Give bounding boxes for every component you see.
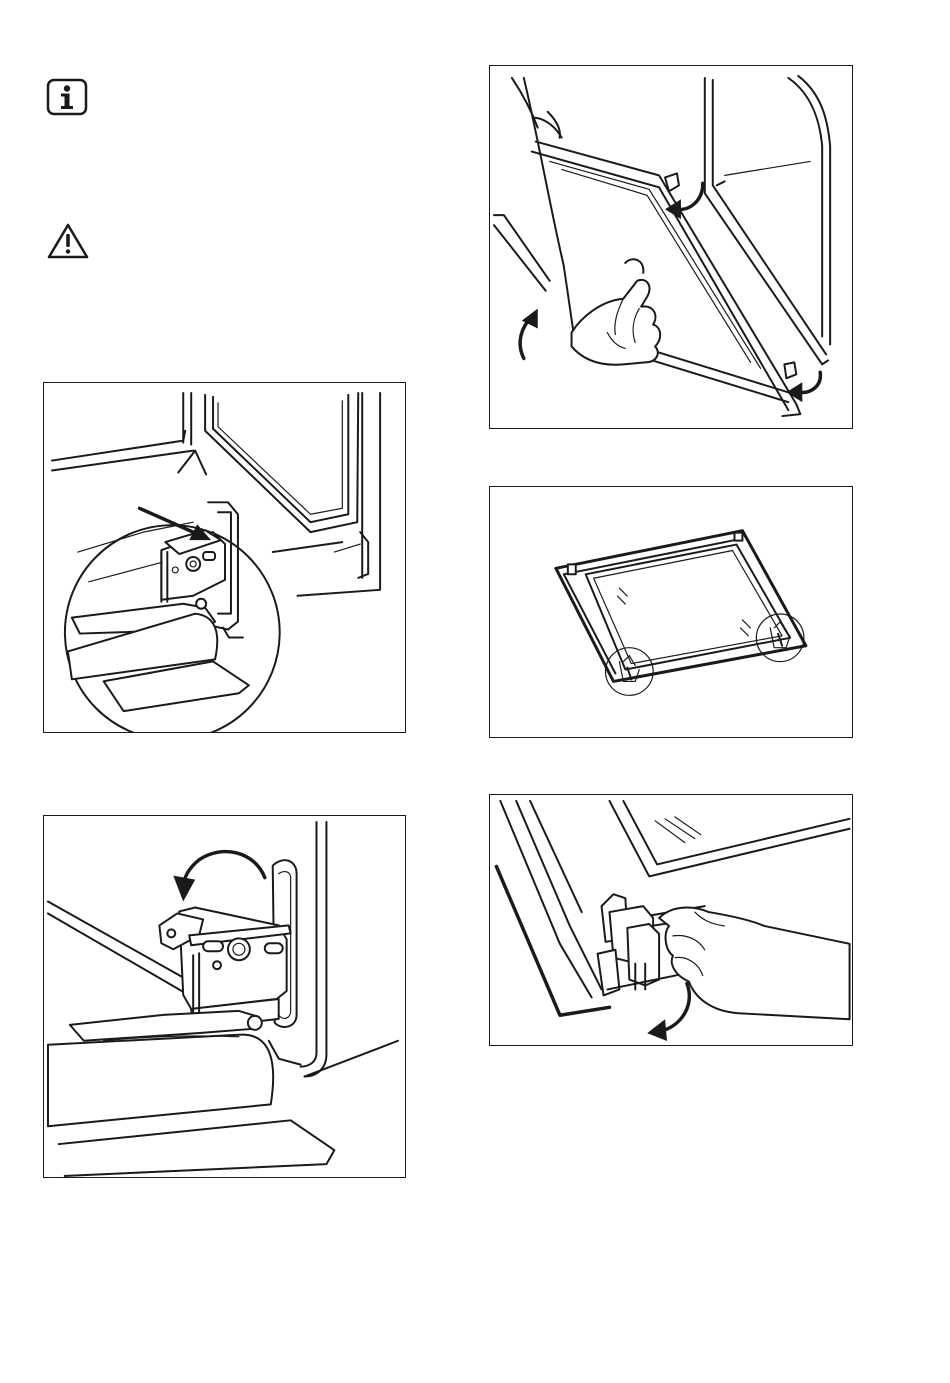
figure-glass-clip-release	[489, 794, 853, 1046]
info-icon	[46, 78, 88, 116]
lift-door-illustration	[490, 66, 852, 428]
hinge-fold-illustration	[44, 816, 405, 1177]
figure-hinge-lever-fold-back	[43, 815, 406, 1178]
glass-clip-illustration	[490, 795, 852, 1045]
hinge-lever-illustration	[44, 383, 405, 732]
warning-icon	[46, 222, 90, 260]
figure-lift-door-off	[489, 65, 853, 429]
figure-door-panel-glass	[489, 486, 853, 738]
door-glass-illustration	[490, 487, 852, 737]
figure-hinge-lever-release	[43, 382, 406, 733]
